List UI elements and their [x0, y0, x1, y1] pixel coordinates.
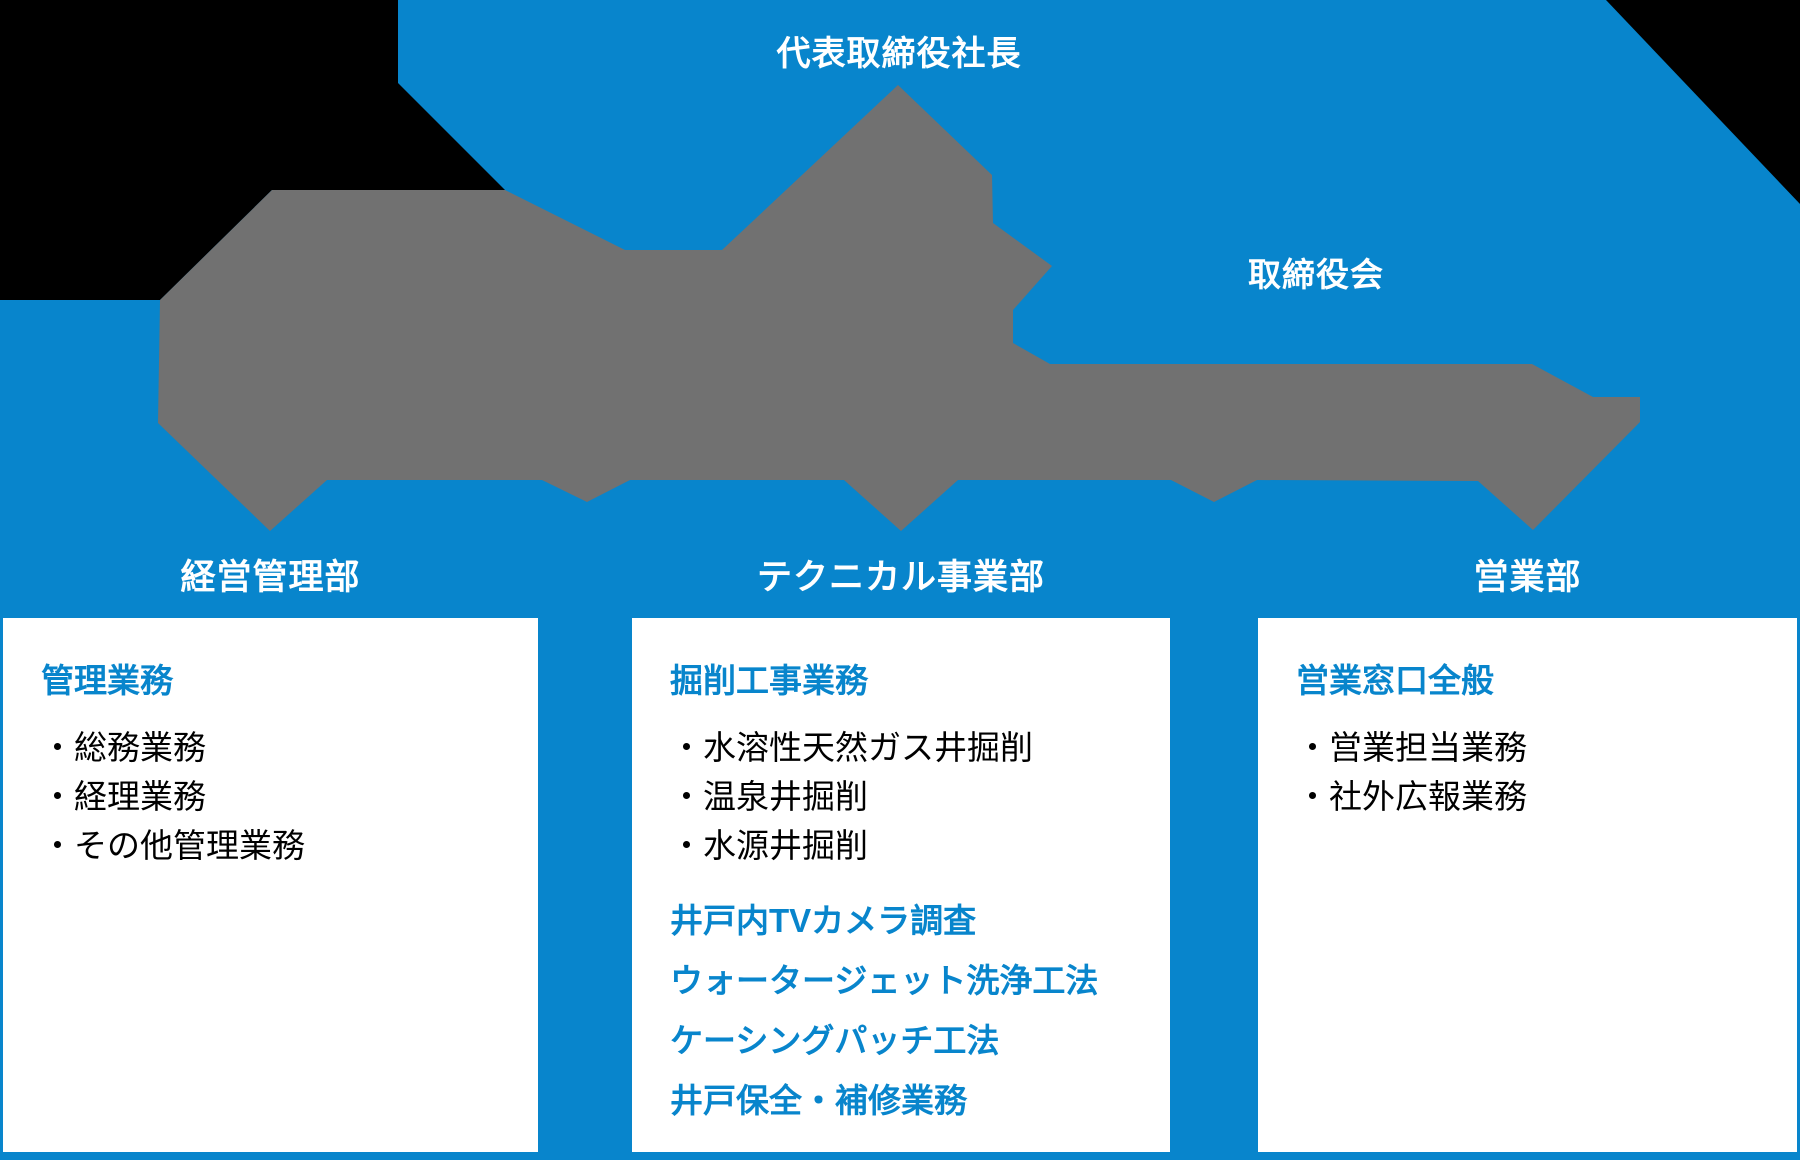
bullet-list: ・営業担当業務 ・社外広報業務 [1296, 723, 1777, 821]
bullet-item: ・温泉井掘削 [670, 778, 868, 815]
connector-arrows [158, 85, 1640, 531]
corner-black-top-right [1606, 0, 1800, 204]
feature-item: 井戸保全・補修業務 [670, 1082, 967, 1119]
bullet-item: ・水源井掘削 [670, 827, 868, 864]
bullet-item: ・営業担当業務 [1296, 729, 1527, 766]
bullet-item: ・水溶性天然ガス井掘削 [670, 729, 1033, 766]
feature-item: ケーシングパッチ工法 [670, 1022, 1000, 1059]
bullet-list: ・水溶性天然ガス井掘削 ・温泉井掘削 ・水源井掘削 [670, 723, 1150, 870]
feature-item: 井戸内TVカメラ調査 [670, 902, 977, 939]
dept-label-management: 経営管理部 [180, 558, 361, 597]
bullet-item: ・社外広報業務 [1296, 778, 1527, 815]
dept-label-sales: 営業部 [1473, 558, 1582, 597]
feature-list: 井戸内TVカメラ調査 ウォータージェット洗浄工法 ケーシングパッチ工法 井戸保全… [670, 891, 1150, 1131]
node-board: 取締役会 [1248, 256, 1384, 293]
dept-box-technical: 掘削工事業務 ・水溶性天然ガス井掘削 ・温泉井掘削 ・水源井掘削 井戸内TVカメ… [632, 618, 1170, 1152]
dept-box-sales: 営業窓口全般 ・営業担当業務 ・社外広報業務 [1258, 618, 1797, 1152]
bullet-list: ・総務業務 ・経理業務 ・その他管理業務 [41, 723, 518, 870]
box-heading: 掘削工事業務 [670, 662, 868, 699]
node-president: 代表取締役社長 [776, 35, 1022, 73]
bullet-item: ・総務業務 [41, 729, 206, 766]
dept-label-technical: テクニカル事業部 [756, 558, 1045, 597]
box-heading: 営業窓口全般 [1296, 662, 1494, 699]
box-heading: 管理業務 [41, 662, 173, 699]
feature-item: ウォータージェット洗浄工法 [670, 962, 1099, 999]
dept-box-management: 管理業務 ・総務業務 ・経理業務 ・その他管理業務 [3, 618, 538, 1152]
bullet-item: ・その他管理業務 [41, 827, 305, 864]
bullet-item: ・経理業務 [41, 778, 206, 815]
corner-black-top-left [0, 0, 505, 300]
